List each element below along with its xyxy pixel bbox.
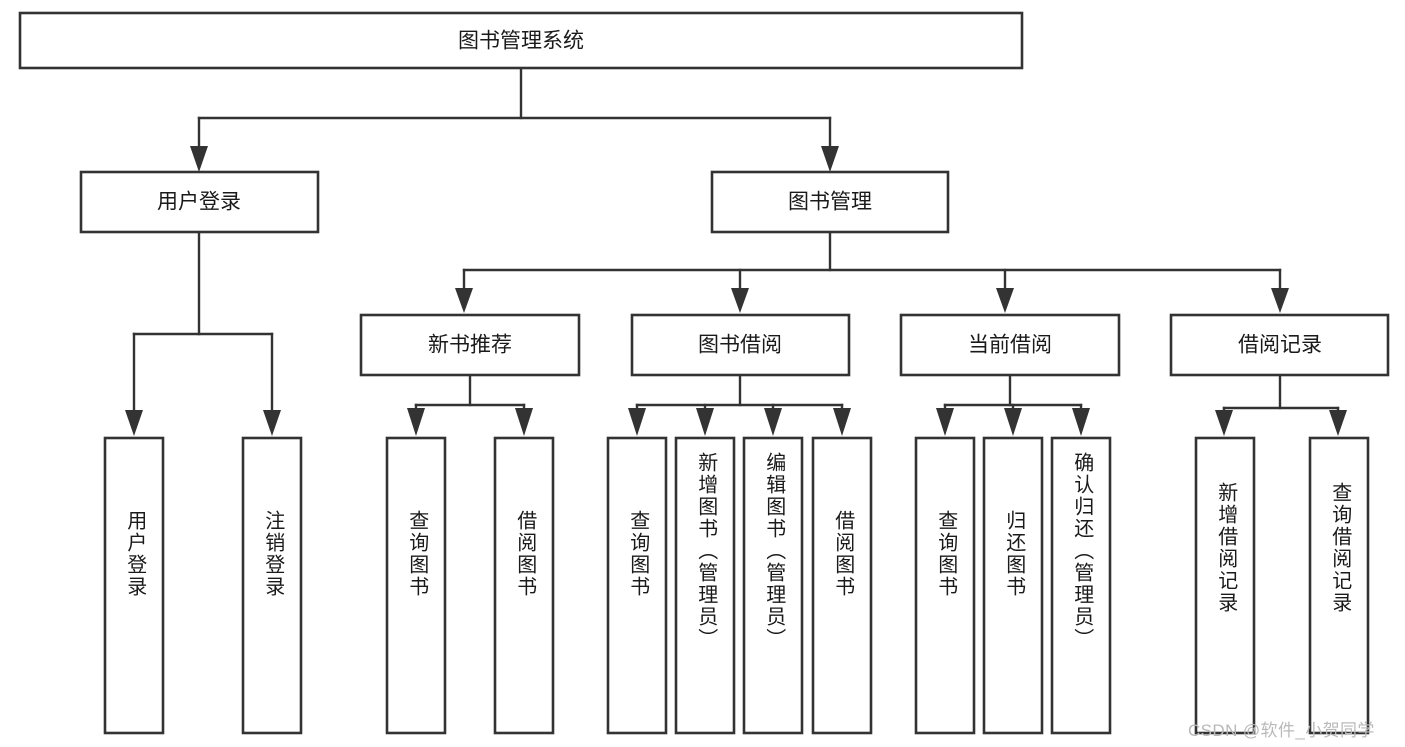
node-leaf-logout-login[interactable]: 注销登录 bbox=[241, 436, 303, 735]
node-leaf-add-record-box[interactable] bbox=[1194, 436, 1256, 735]
node-root-label: 图书管理系统 bbox=[458, 30, 584, 53]
node-leaf-edit-book[interactable]: 编辑图书（管理员） bbox=[742, 436, 804, 735]
node-leaf-borrow-book-2-box[interactable] bbox=[811, 436, 873, 735]
arrow-head-leaf-query-record bbox=[1329, 410, 1347, 436]
arrow-head-leaf-borrow-book-1 bbox=[515, 408, 533, 436]
node-book-borrow-label: 图书借阅 bbox=[698, 334, 782, 357]
arrow-head-leaf-add-record bbox=[1215, 410, 1233, 436]
node-leaf-confirm-return-label: 确认归还（管理员） bbox=[1071, 452, 1094, 650]
arrow-head-borrow-record bbox=[1271, 288, 1289, 313]
node-leaf-add-book-box[interactable] bbox=[674, 436, 736, 735]
node-leaf-query-book-1-box[interactable] bbox=[385, 436, 447, 735]
node-leaf-confirm-return[interactable]: 确认归还（管理员） bbox=[1050, 436, 1112, 735]
node-borrow-record[interactable]: 借阅记录 bbox=[1169, 313, 1390, 377]
node-leaf-add-book[interactable]: 新增图书（管理员） bbox=[674, 436, 736, 735]
node-leaf-query-book-3-label: 查询图书 bbox=[935, 510, 958, 598]
arrow-head-leaf-query-book-2 bbox=[628, 408, 646, 436]
node-leaf-add-record-label: 新增借阅记录 bbox=[1215, 482, 1238, 614]
node-user-login-label: 用户登录 bbox=[157, 191, 241, 214]
node-leaf-user-login-box[interactable] bbox=[103, 436, 165, 735]
node-new-book-recommend[interactable]: 新书推荐 bbox=[359, 313, 581, 377]
node-book-manage-box[interactable] bbox=[710, 170, 950, 234]
node-leaf-return-book[interactable]: 归还图书 bbox=[982, 436, 1044, 735]
node-leaf-query-record[interactable]: 查询借阅记录 bbox=[1308, 436, 1370, 735]
node-user-login-box[interactable] bbox=[79, 170, 320, 234]
node-leaf-edit-book-box[interactable] bbox=[742, 436, 804, 735]
arrow-head-leaf-borrow-book-2 bbox=[833, 408, 851, 436]
node-leaf-borrow-book-1-box[interactable] bbox=[493, 436, 555, 735]
arrow-head-leaf-return-book bbox=[1004, 408, 1022, 436]
node-book-manage[interactable]: 图书管理 bbox=[710, 170, 950, 234]
node-leaf-edit-book-label: 编辑图书（管理员） bbox=[763, 452, 786, 650]
node-new-book-recommend-box[interactable] bbox=[359, 313, 581, 377]
node-current-borrow[interactable]: 当前借阅 bbox=[899, 313, 1121, 377]
arrow-head-user-login bbox=[190, 146, 208, 172]
node-book-manage-label: 图书管理 bbox=[788, 191, 872, 214]
node-leaf-query-book-3[interactable]: 查询图书 bbox=[914, 436, 976, 735]
node-leaf-borrow-book-1[interactable]: 借阅图书 bbox=[493, 436, 555, 735]
node-leaf-return-book-box[interactable] bbox=[982, 436, 1044, 735]
node-current-borrow-label: 当前借阅 bbox=[968, 334, 1052, 357]
arrow-head-leaf-add-book bbox=[696, 408, 714, 436]
arrow-head-new-book-recommend bbox=[455, 288, 473, 313]
node-book-borrow-box[interactable] bbox=[630, 313, 851, 377]
node-new-book-recommend-label: 新书推荐 bbox=[428, 334, 512, 357]
node-current-borrow-box[interactable] bbox=[899, 313, 1121, 377]
node-leaf-query-book-2-label: 查询图书 bbox=[627, 510, 650, 598]
arrow-head-current-borrow bbox=[996, 288, 1014, 313]
node-leaf-query-book-2-box[interactable] bbox=[606, 436, 668, 735]
arrow-head-book-borrow bbox=[731, 288, 749, 313]
node-leaf-user-login[interactable]: 用户登录 bbox=[103, 436, 165, 735]
node-leaf-query-record-label: 查询借阅记录 bbox=[1329, 482, 1352, 614]
node-leaf-logout-login-box[interactable] bbox=[241, 436, 303, 735]
node-leaf-confirm-return-box[interactable] bbox=[1050, 436, 1112, 735]
node-leaf-add-record[interactable]: 新增借阅记录 bbox=[1194, 436, 1256, 735]
node-leaf-user-login-label: 用户登录 bbox=[124, 510, 147, 598]
arrow-head-leaf-query-book-1 bbox=[407, 408, 425, 436]
node-user-login[interactable]: 用户登录 bbox=[79, 170, 320, 234]
node-leaf-query-book-3-box[interactable] bbox=[914, 436, 976, 735]
node-leaf-query-book-1-label: 查询图书 bbox=[406, 510, 429, 598]
node-leaf-add-book-label: 新增图书（管理员） bbox=[695, 452, 718, 650]
node-leaf-query-book-1[interactable]: 查询图书 bbox=[385, 436, 447, 735]
node-leaf-borrow-book-2[interactable]: 借阅图书 bbox=[811, 436, 873, 735]
connector-layer bbox=[125, 66, 1347, 436]
arrow-head-book-manage bbox=[821, 146, 839, 172]
node-leaf-return-book-label: 归还图书 bbox=[1003, 510, 1026, 598]
node-root[interactable]: 图书管理系统 bbox=[18, 11, 1024, 70]
node-borrow-record-label: 借阅记录 bbox=[1238, 334, 1322, 357]
arrow-head-leaf-logout-login bbox=[263, 410, 281, 436]
node-book-borrow[interactable]: 图书借阅 bbox=[630, 313, 851, 377]
node-leaf-query-book-2[interactable]: 查询图书 bbox=[606, 436, 668, 735]
node-root-box[interactable] bbox=[18, 11, 1024, 70]
node-leaf-borrow-book-1-label: 借阅图书 bbox=[514, 510, 537, 598]
node-leaf-logout-login-label: 注销登录 bbox=[262, 510, 285, 598]
arrow-head-leaf-confirm-return bbox=[1072, 408, 1090, 436]
node-leaf-query-record-box[interactable] bbox=[1308, 436, 1370, 735]
arrow-head-leaf-edit-book bbox=[764, 408, 782, 436]
arrow-head-leaf-user-login bbox=[125, 410, 143, 436]
node-borrow-record-box[interactable] bbox=[1169, 313, 1390, 377]
arrow-head-leaf-query-book-3 bbox=[936, 408, 954, 436]
node-leaf-borrow-book-2-label: 借阅图书 bbox=[832, 510, 855, 598]
